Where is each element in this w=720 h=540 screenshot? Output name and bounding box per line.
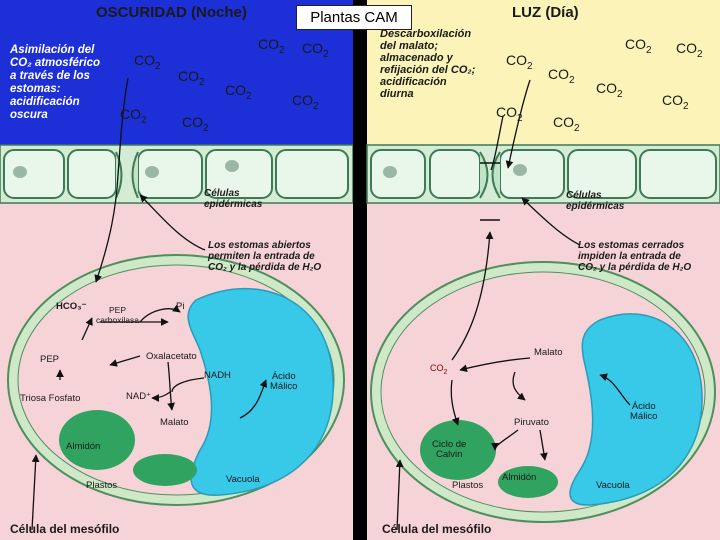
day-arrows	[395, 79, 631, 531]
night-malic-acid: Ácido Málico	[270, 371, 298, 392]
night-heading: OSCURIDAD (Noche)	[96, 4, 247, 21]
co2-label: CO2	[302, 40, 329, 60]
night-vacuole-shape	[187, 287, 334, 496]
night-triose-phosphate: Triosa Fosfato	[20, 393, 81, 404]
day-malic-acid: Ácido Málico	[630, 401, 658, 422]
day-calvin-cycle: Ciclo de Calvin	[432, 439, 467, 460]
night-stomata-note: Los estomas abiertos permiten la entrada…	[208, 240, 322, 273]
co2-label: CO2	[182, 114, 209, 134]
day-vacuole: Vacuola	[596, 480, 630, 491]
day-sky	[367, 0, 720, 145]
co2-label: CO2	[506, 52, 533, 72]
co2-label: CO2	[553, 114, 580, 134]
day-epidermis	[366, 144, 720, 221]
night-arrows	[31, 77, 268, 531]
night-plastids: Plastos	[86, 480, 118, 491]
night-chloroplast-2	[133, 454, 197, 486]
night-oxaloacetate: Oxalacetato	[146, 351, 197, 362]
night-pi: Pi	[176, 301, 185, 312]
day-co2-internal: CO2	[430, 363, 448, 376]
day-malate: Malato	[534, 347, 563, 358]
day-chloroplast-1	[420, 420, 496, 480]
co2-label: CO2	[178, 68, 205, 88]
day-mesophyll-cell	[370, 261, 716, 523]
night-cell-caption: Célula del mesófilo	[10, 522, 120, 536]
co2-label: CO2	[676, 40, 703, 60]
co2-label: CO2	[596, 80, 623, 100]
night-epidermis	[0, 144, 354, 204]
night-nad: NAD⁺	[126, 391, 152, 402]
main-title: Plantas CAM	[296, 5, 412, 30]
night-note: Asimilación del CO₂ atmosférico a través…	[10, 44, 101, 121]
day-starch: Almidón	[502, 472, 537, 483]
day-plastids: Plastos	[452, 480, 484, 491]
night-starch: Almidón	[66, 441, 101, 452]
night-hco3: HCO₃⁻	[56, 301, 87, 312]
day-heading: LUZ (Día)	[512, 4, 579, 21]
night-chloroplast-1	[59, 410, 135, 470]
co2-label: CO2	[496, 104, 523, 124]
night-nadh: NADH	[204, 370, 231, 381]
co2-label: CO2	[258, 36, 285, 56]
day-epidermal-label: Células epidérmicas	[566, 190, 625, 212]
night-pep-carboxylase: PEP carboxilasa	[96, 305, 139, 325]
day-stomata-note: Los estomas cerrados impiden la entrada …	[578, 240, 692, 273]
co2-label: CO2	[225, 82, 252, 102]
co2-label: CO2	[120, 106, 147, 126]
day-pyruvate: Piruvato	[514, 417, 549, 428]
night-vacuole: Vacuola	[226, 474, 260, 485]
day-cell-caption: Célula del mesófilo	[382, 522, 492, 536]
day-note: Descarboxilación del malato; almacenado …	[380, 28, 476, 100]
co2-label: CO2	[625, 36, 652, 56]
co2-label: CO2	[134, 52, 161, 72]
co2-label: CO2	[292, 92, 319, 112]
co2-label: CO2	[662, 92, 689, 112]
day-vacuole-shape	[569, 313, 703, 506]
day-chloroplast-2	[498, 466, 558, 498]
co2-label: CO2	[548, 66, 575, 86]
panel-divider	[353, 0, 367, 540]
night-pep: PEP	[40, 354, 60, 365]
night-epidermal-label: Células epidérmicas	[204, 188, 263, 210]
night-malate: Malato	[160, 417, 189, 428]
night-sky	[0, 0, 353, 145]
